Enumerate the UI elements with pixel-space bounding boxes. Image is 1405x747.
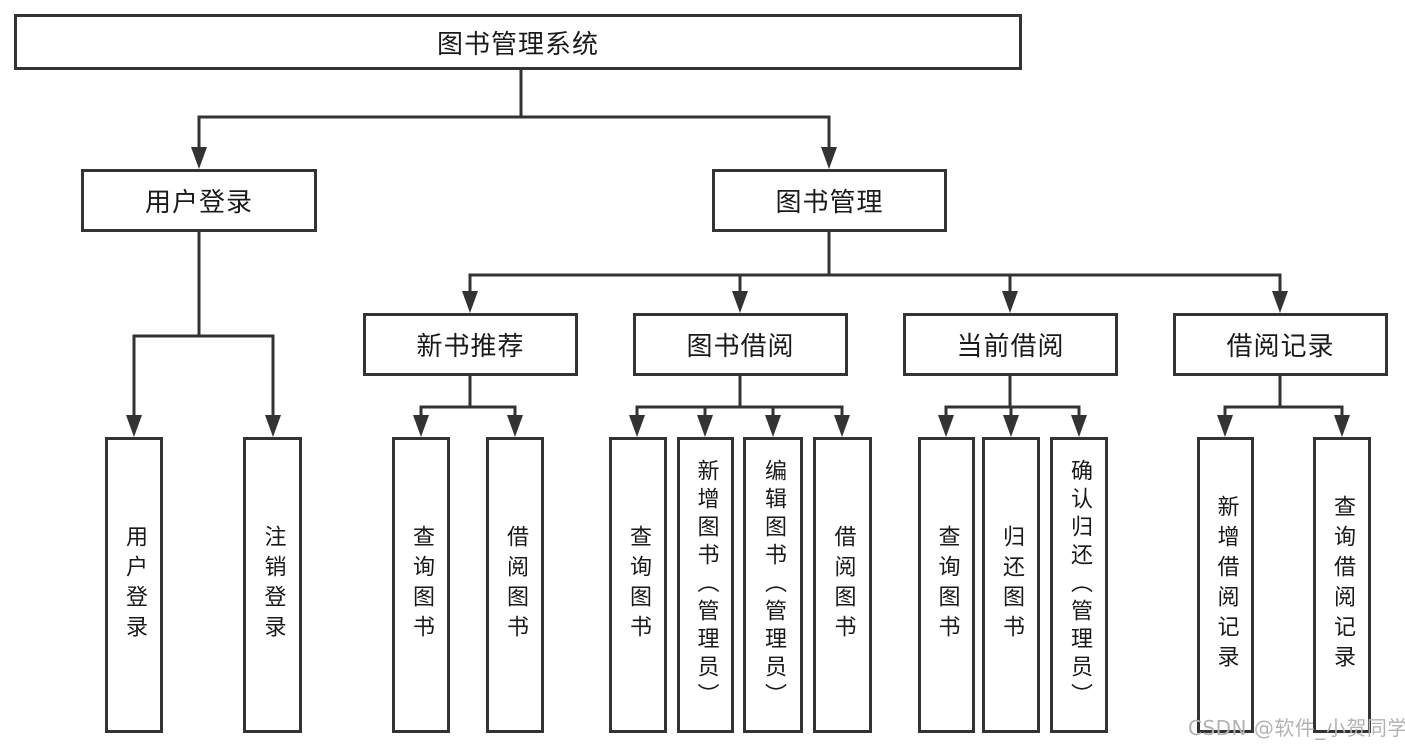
leaf-query-books-borrowing: 查询图书 xyxy=(609,437,667,733)
watermark: CSDN @软件_小贺同学 xyxy=(1188,716,1405,740)
leaf-borrow-books: 借阅图书 xyxy=(813,437,872,733)
node-label: 借阅记录 xyxy=(1226,332,1335,362)
leaf-label: 查询借阅记录 xyxy=(1330,495,1355,675)
leaf-label: 借阅图书 xyxy=(830,525,856,645)
leaf-label: 编辑图书（管理员） xyxy=(761,459,786,711)
leaf-label: 用户登录 xyxy=(122,525,147,645)
leaf-label: 借阅图书 xyxy=(503,525,528,645)
node-borrow-records: 借阅记录 xyxy=(1173,313,1388,376)
leaf-confirm-return-admin: 确认归还（管理员） xyxy=(1050,437,1108,733)
leaf-label: 查询图书 xyxy=(626,525,651,645)
leaf-query-borrow-record: 查询借阅记录 xyxy=(1313,437,1371,733)
leaf-borrow-books-recommend: 借阅图书 xyxy=(486,437,544,733)
node-user-login-branch: 用户登录 xyxy=(81,169,317,232)
leaf-logout: 注销登录 xyxy=(243,437,302,733)
leaf-label: 查询图书 xyxy=(409,525,434,645)
leaf-query-books-recommend: 查询图书 xyxy=(392,437,450,733)
leaf-label: 注销登录 xyxy=(260,525,286,645)
leaf-label: 新增借阅记录 xyxy=(1213,495,1239,675)
node-label: 当前借阅 xyxy=(956,332,1065,362)
leaf-add-book-admin: 新增图书（管理员） xyxy=(677,437,734,733)
leaf-label: 确认归还（管理员） xyxy=(1067,459,1092,711)
leaf-label: 归还图书 xyxy=(999,525,1024,645)
leaf-return-books: 归还图书 xyxy=(982,437,1040,733)
node-library-system: 图书管理系统 xyxy=(14,14,1022,70)
leaf-user-login: 用户登录 xyxy=(105,437,163,733)
node-current-borrowing: 当前借阅 xyxy=(903,313,1118,376)
leaf-edit-book-admin: 编辑图书（管理员） xyxy=(743,437,803,733)
node-label: 图书借阅 xyxy=(686,332,795,362)
node-label: 图书管理系统 xyxy=(436,29,599,60)
node-book-borrowing: 图书借阅 xyxy=(633,313,848,376)
node-label: 图书管理 xyxy=(775,188,884,218)
node-label: 用户登录 xyxy=(144,188,253,218)
node-book-management: 图书管理 xyxy=(712,169,947,232)
leaf-label: 查询图书 xyxy=(934,525,960,645)
leaf-label: 新增图书（管理员） xyxy=(693,459,719,711)
leaf-query-books-current: 查询图书 xyxy=(918,437,975,733)
node-label: 新书推荐 xyxy=(416,332,525,362)
leaf-add-borrow-record: 新增借阅记录 xyxy=(1197,437,1254,733)
node-new-book-recommend: 新书推荐 xyxy=(363,313,578,376)
